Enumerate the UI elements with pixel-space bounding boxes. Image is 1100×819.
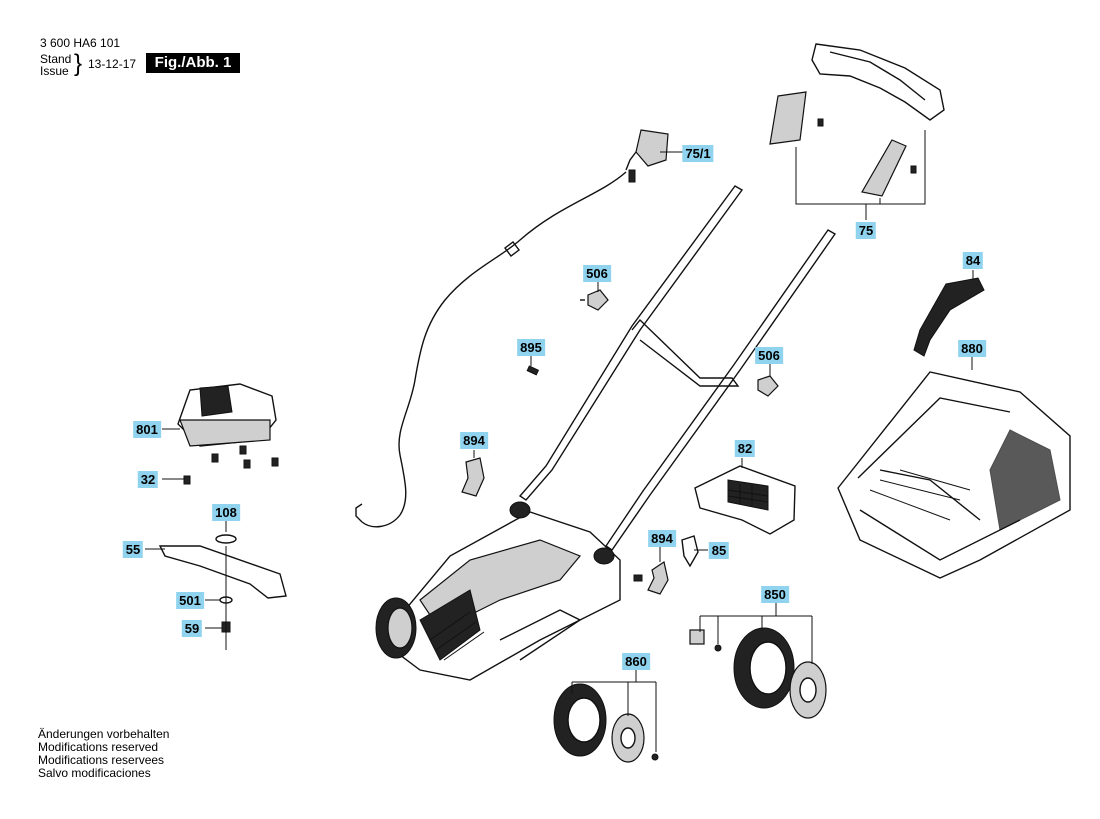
switch-box-part	[625, 129, 669, 183]
part-label-75-1: 75/1	[682, 145, 714, 162]
part-label-501: 501	[176, 592, 204, 609]
part-label-506-lower: 506	[755, 347, 783, 364]
part-label-59: 59	[181, 620, 203, 637]
cover-part-82	[694, 465, 796, 535]
knob-part-upper	[580, 289, 609, 311]
part-label-108: 108	[212, 504, 240, 521]
modification-notes: Änderungen vorbehalten Modifications res…	[38, 728, 169, 780]
part-label-506-upper: 506	[583, 265, 611, 282]
wheel-part-860	[553, 681, 659, 763]
grass-box-part	[837, 371, 1071, 579]
part-label-860: 860	[622, 653, 650, 670]
part-label-894-upper: 894	[460, 432, 488, 449]
part-label-82: 82	[734, 440, 756, 457]
note-spanish: Salvo modificaciones	[38, 766, 151, 780]
screw-895	[526, 365, 540, 376]
knob-part-lower	[757, 375, 779, 397]
part-label-75: 75	[855, 222, 877, 239]
issue-date: 13-12-17	[88, 57, 137, 71]
mower-body-part	[375, 501, 621, 681]
issue-label: Issue	[40, 64, 69, 78]
clamp-part-lower	[633, 561, 669, 595]
stand-label: Stand	[40, 52, 72, 66]
spring-85	[681, 535, 699, 568]
note-french: Modifications reservees	[38, 753, 165, 767]
top-handle-part	[769, 43, 945, 220]
leader-lines	[145, 151, 974, 682]
part-label-894-lower: 894	[648, 530, 676, 547]
note-german: Änderungen vorbehalten	[38, 727, 170, 741]
grip-part-84	[913, 277, 985, 357]
brace-glyph: }	[74, 50, 83, 77]
handle-frame	[518, 185, 837, 551]
part-label-895: 895	[517, 339, 545, 356]
motor-part-801	[177, 383, 279, 485]
part-label-84: 84	[962, 252, 984, 269]
part-label-32: 32	[137, 471, 159, 488]
part-label-880: 880	[958, 340, 986, 357]
part-label-850: 850	[761, 586, 789, 603]
part-label-85: 85	[708, 542, 730, 559]
clamp-part-upper	[461, 457, 485, 497]
wheel-part-850	[689, 615, 827, 719]
note-english: Modifications reserved	[38, 740, 159, 754]
power-cable	[355, 171, 627, 528]
document-number: 3 600 HA6 101	[40, 36, 121, 50]
part-label-55: 55	[122, 541, 144, 558]
blade-part-55	[158, 534, 287, 650]
figure-badge: Fig./Abb. 1	[146, 53, 240, 73]
part-label-801: 801	[133, 421, 161, 438]
